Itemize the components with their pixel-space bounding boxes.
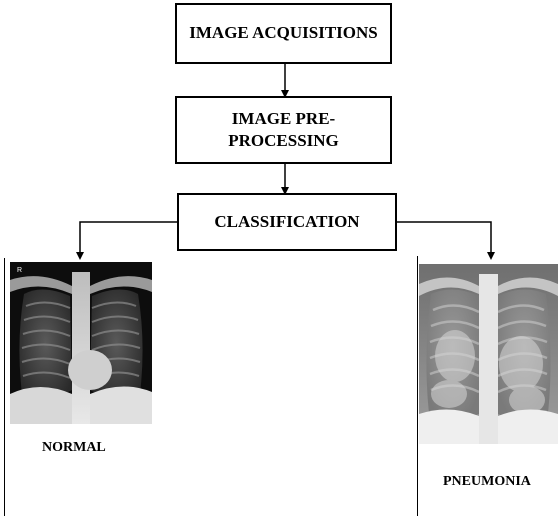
pneumonia-chest-xray-image: [419, 264, 558, 444]
image-preprocessing-label: IMAGE PRE- PROCESSING: [228, 108, 339, 152]
image-acquisition-label: IMAGE ACQUISITIONS: [189, 22, 377, 44]
classification-box: CLASSIFICATION: [177, 193, 397, 251]
preprocessing-line-2: PROCESSING: [228, 130, 339, 152]
normal-label: NORMAL: [42, 440, 106, 456]
normal-chest-xray-image: R: [10, 262, 152, 424]
image-preprocessing-box: IMAGE PRE- PROCESSING: [175, 96, 392, 164]
classification-label: CLASSIFICATION: [214, 211, 359, 233]
preprocessing-line-1: IMAGE PRE-: [228, 108, 339, 130]
image-acquisition-box: IMAGE ACQUISITIONS: [175, 3, 392, 64]
xray-side-marker: R: [17, 267, 22, 274]
pneumonia-label: PNEUMONIA: [443, 474, 531, 490]
arrow-cls-to-normal: [80, 222, 177, 256]
arrow-cls-to-pneumonia: [397, 222, 491, 256]
